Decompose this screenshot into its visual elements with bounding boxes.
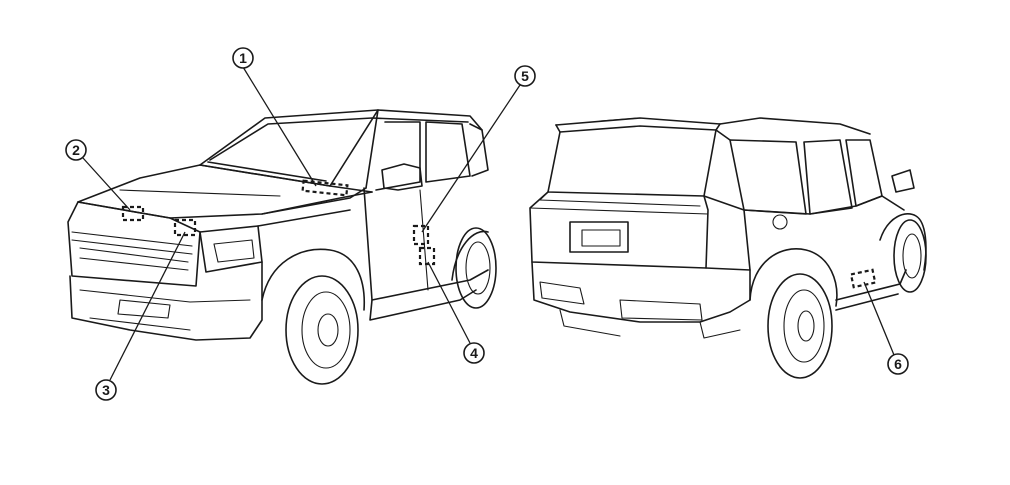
leader-line-2	[82, 157, 131, 211]
callout-circle-2	[65, 139, 87, 161]
location-marker-2	[121, 205, 145, 222]
callout-4: 4	[463, 342, 485, 364]
rear-vehicle-view	[529, 117, 927, 379]
front-vehicle-view	[67, 109, 497, 385]
rear-location-markers	[849, 268, 877, 289]
callout-2: 2	[65, 139, 87, 161]
callout-circle-3	[95, 379, 117, 401]
location-marker-3	[173, 218, 197, 237]
callout-circle-4	[463, 342, 485, 364]
location-marker-4	[418, 246, 436, 266]
callouts: 1 2 3 4 5 6	[65, 47, 909, 401]
leader-line-6	[863, 281, 895, 356]
leader-line-3	[109, 231, 186, 381]
callout-circle-1	[232, 47, 254, 69]
callout-3: 3	[95, 379, 117, 401]
location-marker-5	[412, 224, 430, 246]
callout-number-1: 1	[239, 50, 247, 66]
callout-circle-6	[887, 353, 909, 375]
callout-number-5: 5	[521, 68, 529, 84]
leader-line-1	[242, 66, 317, 187]
callout-number-2: 2	[72, 142, 80, 158]
callout-number-3: 3	[102, 382, 110, 398]
location-marker-6	[849, 268, 877, 289]
callout-number-4: 4	[470, 345, 478, 361]
callout-6: 6	[887, 353, 909, 375]
callout-1: 1	[232, 47, 254, 69]
callout-number-6: 6	[894, 356, 902, 372]
front-location-markers	[121, 179, 436, 266]
leader-line-4	[427, 261, 471, 344]
location-marker-1	[301, 179, 349, 197]
callout-circle-5	[514, 65, 536, 87]
leader-line-5	[421, 84, 521, 233]
callout-5: 5	[514, 65, 536, 87]
